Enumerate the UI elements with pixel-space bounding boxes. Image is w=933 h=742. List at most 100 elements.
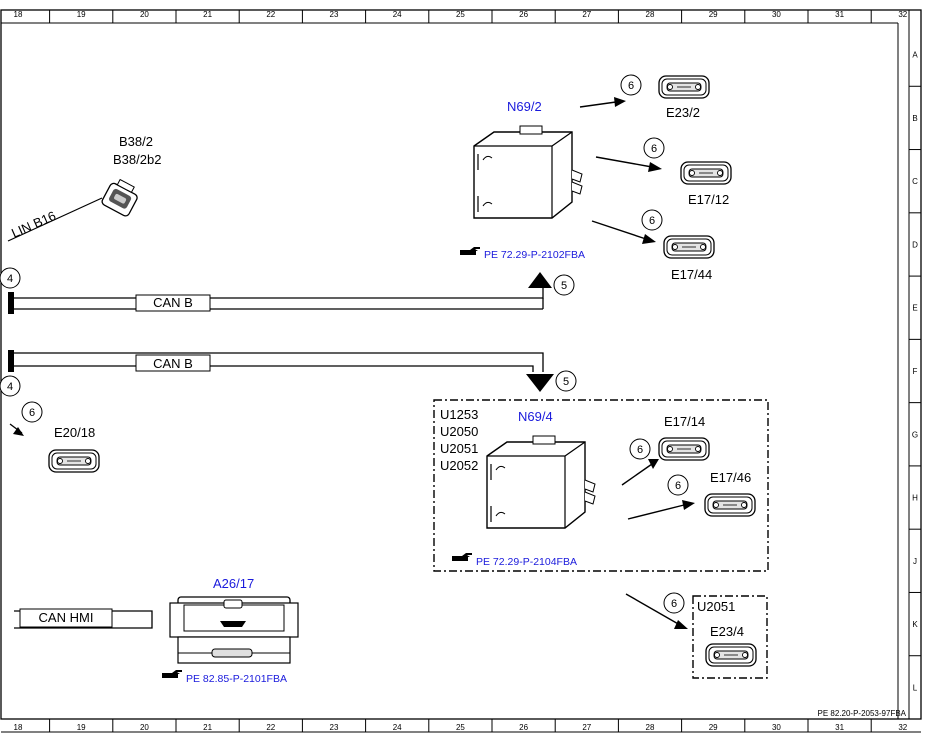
drawing-number: PE 82.20-P-2053-97FBA [818, 709, 907, 718]
col-label-bottom: 30 [772, 723, 781, 732]
control-unit-n69-4-icon[interactable] [486, 435, 596, 529]
pointing-hand-icon [460, 247, 480, 255]
callout-6-e17-12: 6 [643, 137, 665, 159]
row-label: G [912, 430, 918, 439]
lin-bus-label: LIN B16 [9, 208, 58, 241]
col-label-bottom: 28 [646, 723, 655, 732]
col-label-bottom: 24 [393, 723, 402, 732]
row-label: K [912, 620, 918, 629]
col-label-bottom: 23 [330, 723, 339, 732]
code-u2052: U2052 [440, 458, 478, 473]
row-label: B [912, 114, 917, 123]
lamp-label-e23-2: E23/2 [666, 105, 700, 120]
callout-5-top: 5 [553, 274, 575, 296]
pointing-hand-icon [452, 553, 472, 561]
svg-text:PE 72.29-P-2102FBA: PE 72.29-P-2102FBA [484, 249, 585, 261]
can-b-top-label: CAN B [153, 295, 193, 310]
lamp-e17-44-icon[interactable] [663, 235, 715, 259]
svg-text:6: 6 [637, 444, 643, 456]
lamp-label-e20-18: E20/18 [54, 425, 95, 440]
display-unit-a26-17-icon[interactable] [169, 596, 299, 664]
row-label: J [913, 557, 917, 566]
rain-light-sensor-icon[interactable] [101, 177, 142, 218]
module-label-n69-2[interactable]: N69/2 [507, 99, 542, 114]
callout-4-top: 4 [0, 267, 21, 289]
col-label-top: 19 [77, 10, 86, 19]
lamp-label-e17-46: E17/46 [710, 470, 751, 485]
svg-text:6: 6 [649, 215, 655, 227]
col-label-top: 32 [898, 10, 907, 19]
ref-link-n69-4[interactable]: PE 72.29-P-2104FBA [452, 553, 577, 568]
callout-6-e17-14: 6 [629, 438, 651, 460]
e23-4-group-box [692, 595, 768, 679]
can-hmi-label: CAN HMI [39, 610, 94, 625]
svg-text:4: 4 [7, 381, 13, 393]
svg-text:5: 5 [563, 376, 569, 388]
col-label-top: 20 [140, 10, 149, 19]
lamp-e20-18-icon[interactable] [48, 449, 100, 473]
col-label-bottom: 31 [835, 723, 844, 732]
row-label: C [912, 177, 918, 186]
col-label-bottom: 26 [519, 723, 528, 732]
callout-6-e17-46: 6 [667, 474, 689, 496]
col-label-top: 29 [709, 10, 718, 19]
lamp-label-e17-14: E17/14 [664, 414, 705, 429]
pointing-hand-icon [162, 670, 182, 678]
control-unit-n69-2-icon[interactable] [473, 125, 583, 219]
code-u1253: U1253 [440, 407, 478, 422]
col-label-bottom: 29 [709, 723, 718, 732]
lamp-e17-12-icon[interactable] [680, 161, 732, 185]
svg-text:6: 6 [671, 598, 677, 610]
callout-4-bottom: 4 [0, 375, 21, 397]
lamp-e23-2-icon[interactable] [658, 75, 710, 99]
code-u2050: U2050 [440, 424, 478, 439]
n69-4-group-box [433, 399, 769, 572]
module-label-a26-17[interactable]: A26/17 [213, 576, 254, 591]
svg-text:PE 82.85-P-2101FBA: PE 82.85-P-2101FBA [186, 673, 287, 685]
col-label-top: 18 [14, 10, 23, 19]
svg-text:6: 6 [675, 480, 681, 492]
callout-6-e20-18: 6 [21, 401, 43, 423]
row-label: L [913, 683, 918, 692]
module-label-n69-4[interactable]: N69/4 [518, 409, 553, 424]
row-label: D [912, 240, 918, 249]
lamp-label-e17-44: E17/44 [671, 267, 712, 282]
can-b-bottom-label: CAN B [153, 356, 193, 371]
col-label-top: 25 [456, 10, 465, 19]
lamp-e17-14-icon[interactable] [658, 437, 710, 461]
row-label: A [912, 51, 918, 60]
row-label: E [912, 304, 917, 313]
col-label-bottom: 21 [203, 723, 212, 732]
col-label-bottom: 19 [77, 723, 86, 732]
col-label-bottom: 27 [582, 723, 591, 732]
ref-link-n69-2[interactable]: PE 72.29-P-2102FBA [460, 247, 585, 261]
svg-text:6: 6 [29, 407, 35, 419]
lamp-e23-4-icon[interactable] [705, 643, 757, 667]
col-label-bottom: 25 [456, 723, 465, 732]
lamp-label-e23-4: E23/4 [710, 624, 744, 639]
col-label-top: 30 [772, 10, 781, 19]
col-label-bottom: 32 [898, 723, 907, 732]
col-label-bottom: 20 [140, 723, 149, 732]
col-label-top: 27 [582, 10, 591, 19]
col-label-top: 23 [330, 10, 339, 19]
row-label: H [912, 494, 918, 503]
svg-text:5: 5 [561, 280, 567, 292]
col-label-bottom: 22 [266, 723, 275, 732]
svg-text:6: 6 [628, 80, 634, 92]
code-u2051-e23-4: U2051 [697, 599, 735, 614]
code-u2051: U2051 [440, 441, 478, 456]
lamp-e17-46-icon[interactable] [704, 493, 756, 517]
callout-5-bottom: 5 [555, 370, 577, 392]
ref-link-a26-17[interactable]: PE 82.85-P-2101FBA [162, 670, 287, 685]
col-label-top: 28 [646, 10, 655, 19]
col-label-top: 22 [266, 10, 275, 19]
sensor-label-b38-2: B38/2 [119, 134, 153, 149]
sensor-label-b38-2b2: B38/2b2 [113, 152, 161, 167]
row-label: F [913, 367, 918, 376]
svg-text:PE 72.29-P-2104FBA: PE 72.29-P-2104FBA [476, 556, 577, 568]
callout-6-e23-2: 6 [620, 74, 642, 96]
col-label-top: 24 [393, 10, 402, 19]
lamp-label-e17-12: E17/12 [688, 192, 729, 207]
